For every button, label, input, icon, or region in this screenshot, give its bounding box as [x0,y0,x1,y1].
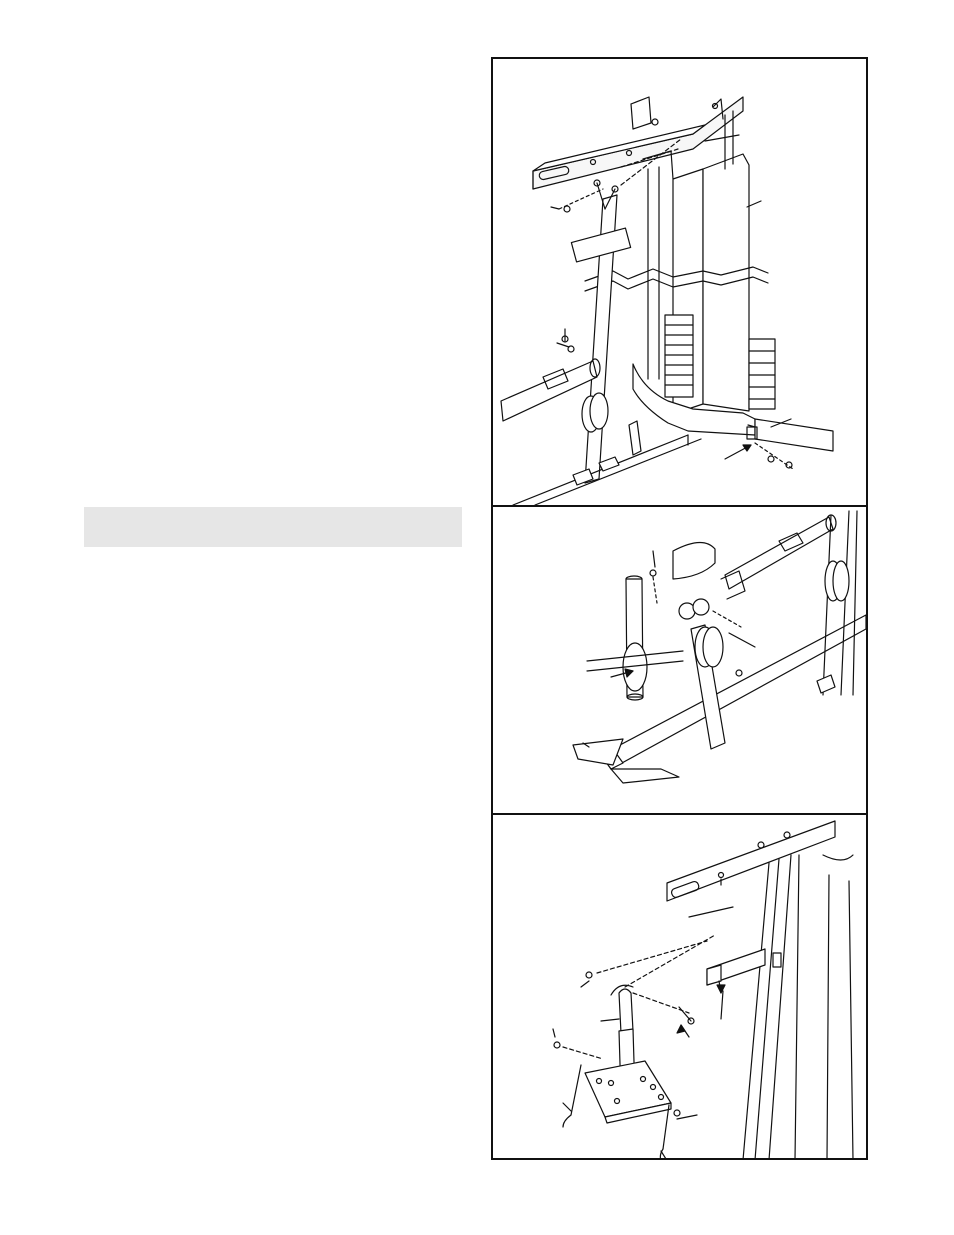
assembly-figures [491,57,868,1160]
center-post [587,576,683,700]
figure-base-assembly [493,507,866,813]
instruction-step-band [84,507,462,547]
upper-crossbar [667,821,835,901]
alignment-dashes [563,935,715,1059]
callout-lines-foot [553,907,733,1160]
right-upright [817,511,857,695]
base-rails [513,435,701,505]
vertical-frame [743,855,853,1160]
foot-plate [585,1061,671,1123]
figure-frame-assembly [493,59,866,505]
figure-footplate-assembly [493,815,866,1160]
